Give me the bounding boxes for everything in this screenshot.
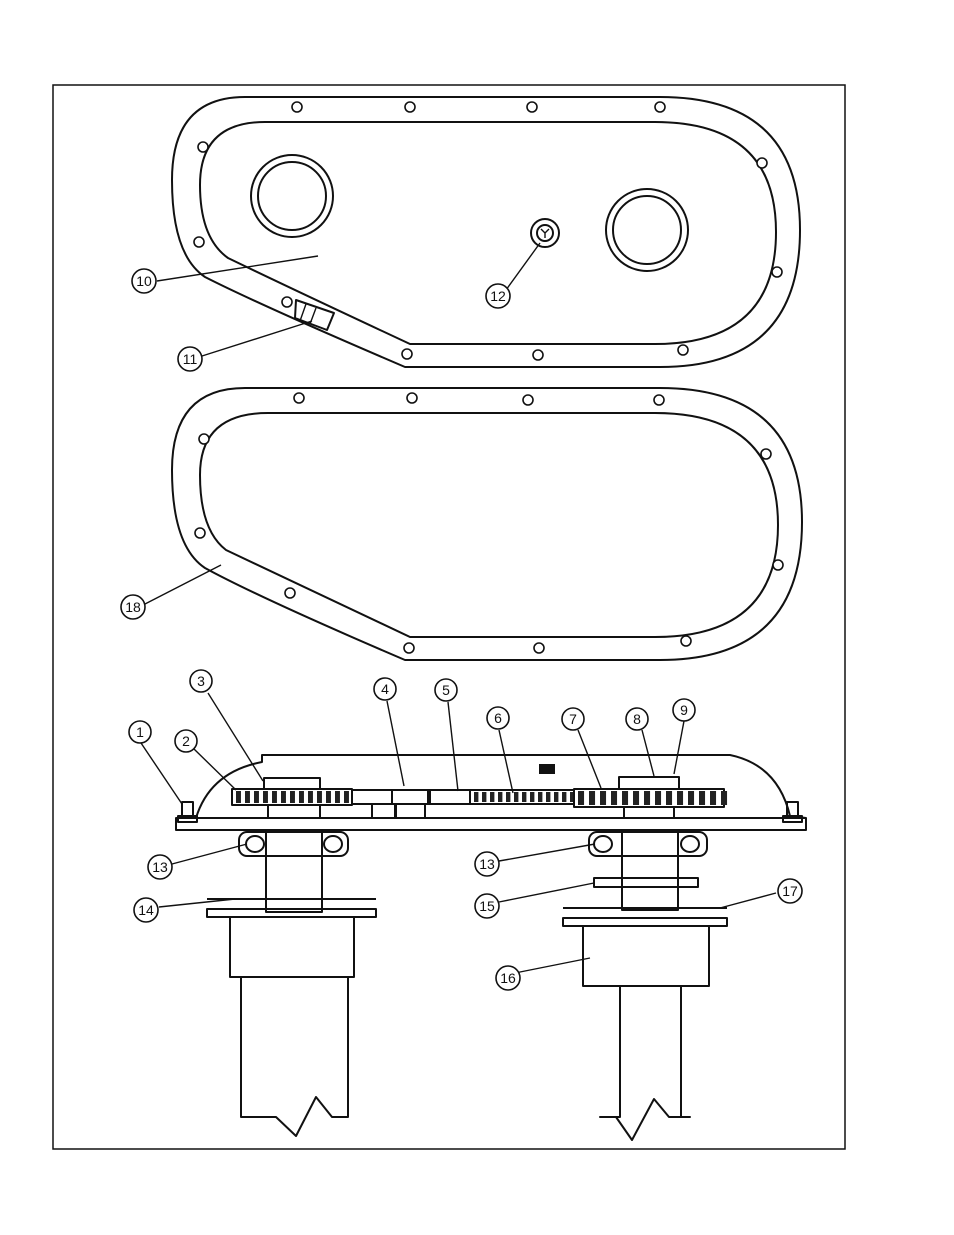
chain-link bbox=[482, 792, 486, 802]
sprocket-tooth bbox=[326, 791, 331, 803]
callout-label: 13 bbox=[479, 856, 495, 872]
chain-link bbox=[490, 792, 494, 802]
callout-2: 2 bbox=[175, 730, 197, 752]
sprocket-tooth bbox=[699, 791, 705, 805]
chain-case-cover bbox=[172, 97, 800, 367]
sprocket-tooth bbox=[655, 791, 661, 805]
drive-assembly-side-view bbox=[176, 755, 806, 1140]
callout-15: 15 bbox=[475, 894, 499, 918]
sprocket-tooth bbox=[633, 791, 639, 805]
callout-14: 14 bbox=[134, 898, 158, 922]
callout-label: 1 bbox=[136, 724, 144, 740]
callout-8: 8 bbox=[626, 708, 648, 730]
callout-label: 17 bbox=[782, 883, 798, 899]
chain-link bbox=[506, 792, 510, 802]
callout-10: 10 bbox=[132, 269, 156, 293]
callout-label: 7 bbox=[569, 711, 577, 727]
callout-label: 6 bbox=[494, 710, 502, 726]
callout-9: 9 bbox=[673, 699, 695, 721]
chain-link bbox=[562, 792, 566, 802]
callout-13-right: 13 bbox=[475, 852, 499, 876]
callout-label: 8 bbox=[633, 711, 641, 727]
sprocket-tooth bbox=[721, 791, 727, 805]
sprocket-tooth bbox=[688, 791, 694, 805]
callout-label: 16 bbox=[500, 970, 516, 986]
sprocket-tooth bbox=[308, 791, 313, 803]
callout-label: 18 bbox=[125, 599, 141, 615]
sprocket-tooth bbox=[317, 791, 322, 803]
callout-1: 1 bbox=[129, 721, 151, 743]
chain-link bbox=[498, 792, 502, 802]
sprocket-tooth bbox=[344, 791, 349, 803]
callout-label: 2 bbox=[182, 733, 190, 749]
sprocket-tooth bbox=[589, 791, 595, 805]
sprocket-tooth bbox=[611, 791, 617, 805]
callout-11: 11 bbox=[178, 347, 202, 371]
sprocket-tooth bbox=[263, 791, 268, 803]
callout-label: 10 bbox=[136, 273, 152, 289]
callout-label: 11 bbox=[183, 351, 198, 367]
sprocket-tooth bbox=[290, 791, 295, 803]
chain-link bbox=[474, 792, 478, 802]
sprocket-tooth bbox=[710, 791, 716, 805]
callout-label: 5 bbox=[442, 682, 450, 698]
sprocket-tooth bbox=[254, 791, 259, 803]
callout-label: 4 bbox=[381, 681, 389, 697]
chain-link bbox=[514, 792, 518, 802]
diagram-frame bbox=[53, 85, 845, 1149]
callout-17: 17 bbox=[778, 879, 802, 903]
callout-label: 12 bbox=[490, 288, 506, 304]
callout-18: 18 bbox=[121, 595, 145, 619]
callout-4: 4 bbox=[374, 678, 396, 700]
sprocket-tooth bbox=[600, 791, 606, 805]
callout-label: 14 bbox=[138, 902, 154, 918]
sprocket-tooth bbox=[335, 791, 340, 803]
chain-link bbox=[546, 792, 550, 802]
sprocket-tooth bbox=[281, 791, 286, 803]
chain-link bbox=[538, 792, 542, 802]
sprocket-tooth bbox=[299, 791, 304, 803]
callout-6: 6 bbox=[487, 707, 509, 729]
callout-label: 13 bbox=[152, 859, 168, 875]
chain-link bbox=[530, 792, 534, 802]
callout-16: 16 bbox=[496, 966, 520, 990]
sprocket-tooth bbox=[644, 791, 650, 805]
callout-13-left: 13 bbox=[148, 855, 172, 879]
sprocket-tooth bbox=[677, 791, 683, 805]
sprocket-tooth bbox=[578, 791, 584, 805]
callout-label: 9 bbox=[680, 702, 688, 718]
callout-5: 5 bbox=[435, 679, 457, 701]
callout-label: 3 bbox=[197, 673, 205, 689]
callout-12: 12 bbox=[486, 284, 510, 308]
sprocket-tooth bbox=[666, 791, 672, 805]
callout-3: 3 bbox=[190, 670, 212, 692]
sprocket-tooth bbox=[236, 791, 241, 803]
cover-gasket bbox=[172, 388, 802, 660]
chain-link bbox=[554, 792, 558, 802]
callout-7: 7 bbox=[562, 708, 584, 730]
sprocket-tooth bbox=[622, 791, 628, 805]
chain-link bbox=[522, 792, 526, 802]
callout-label: 15 bbox=[479, 898, 495, 914]
sprocket-tooth bbox=[245, 791, 250, 803]
sprocket-tooth bbox=[272, 791, 277, 803]
